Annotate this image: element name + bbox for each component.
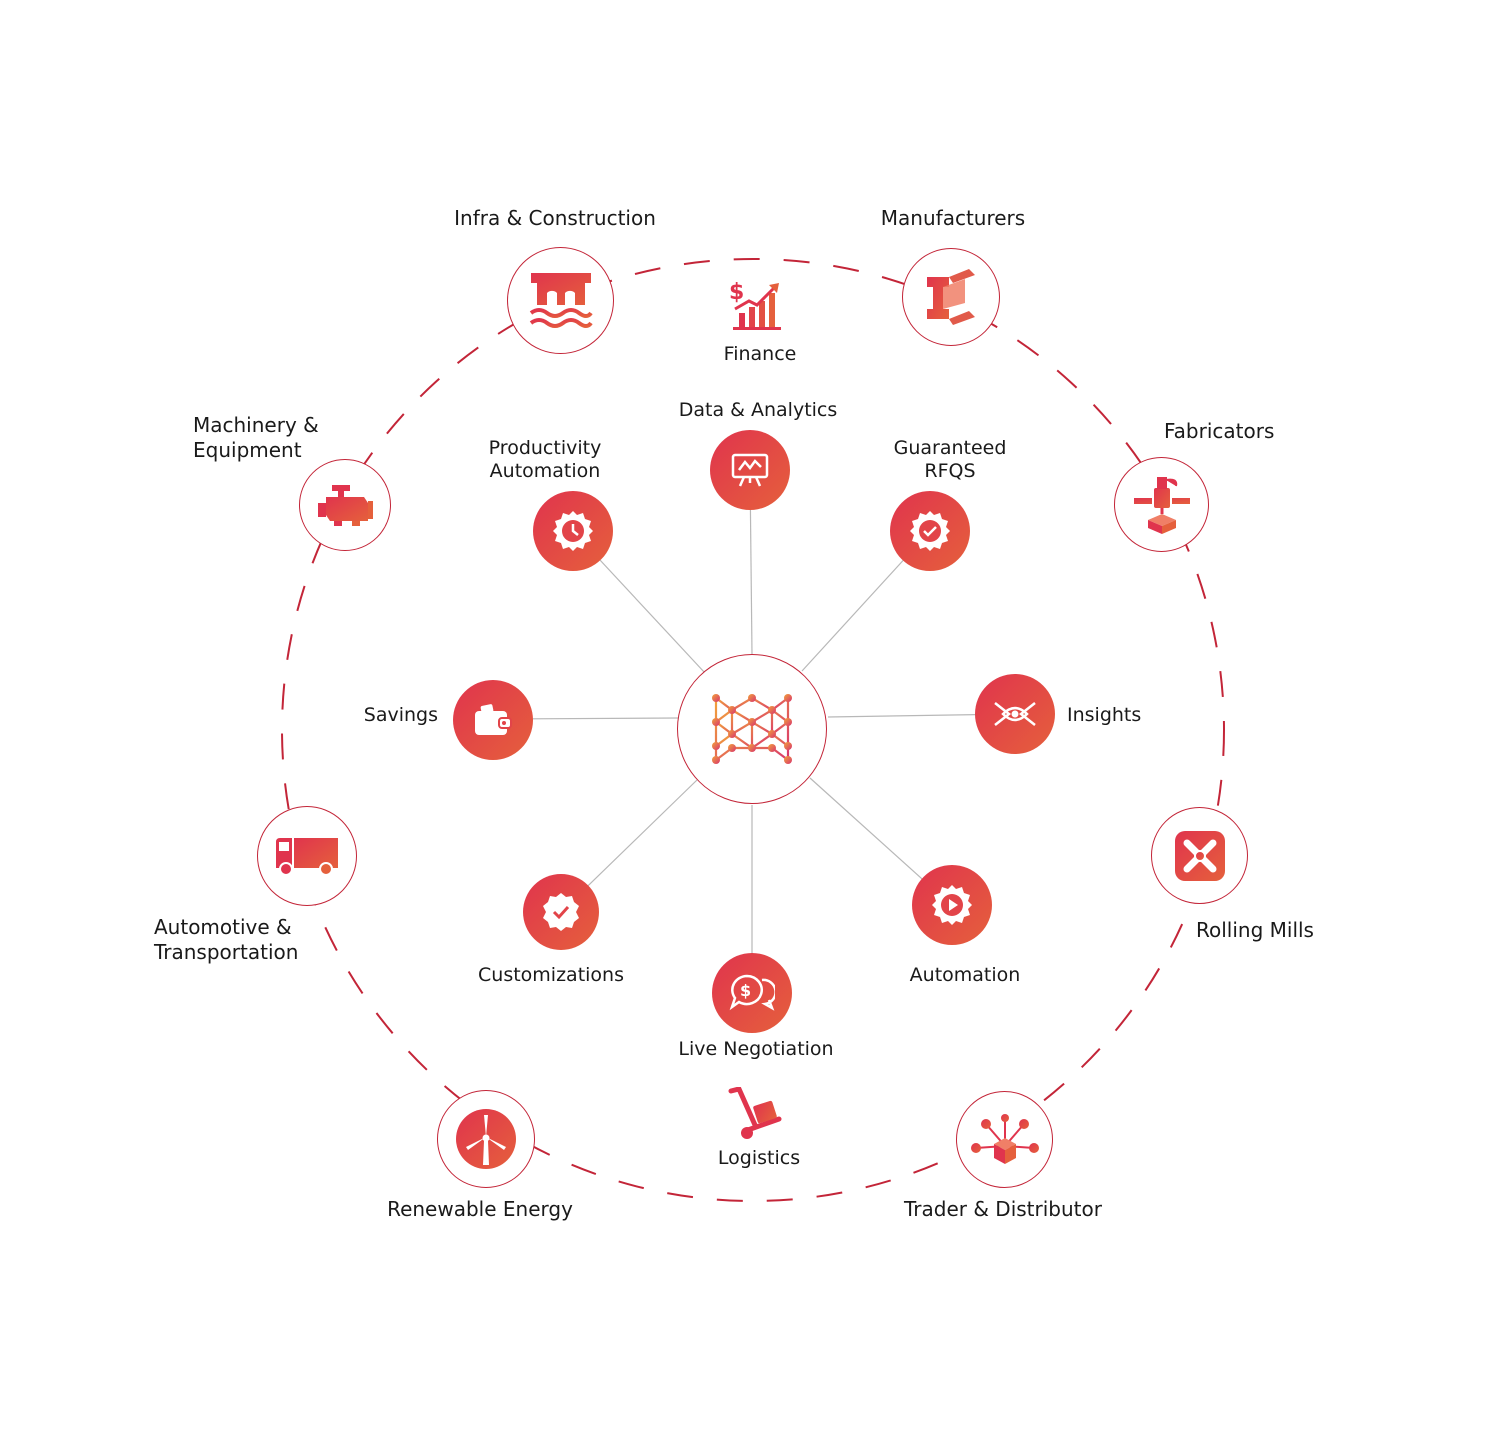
label-rolling-mills: Rolling Mills [1196,918,1314,942]
node-infra-construction[interactable] [507,247,614,354]
label-machinery-line1: Machinery & [193,413,319,437]
node-logistics[interactable] [724,1086,784,1142]
node-trader-distributor[interactable] [956,1091,1053,1188]
engine-icon [318,485,373,526]
gear-check-icon [910,511,950,551]
label-guaranteed-rfqs: Guaranteed RFQS [894,437,1007,483]
node-automotive-transportation[interactable] [257,806,357,906]
label-automotive-line1: Automotive & [154,915,292,939]
robot-arm-icon [1133,476,1190,534]
wind-turbine-icon [456,1109,516,1169]
label-savings: Savings [363,704,438,726]
node-automation[interactable] [912,865,992,945]
label-finance: Finance [723,343,797,365]
connector-spokes [492,469,1016,991]
network-logo-icon [712,694,792,764]
svg-text:$: $ [740,981,751,1000]
label-fabricators: Fabricators [1164,419,1275,443]
svg-text:$: $ [729,280,744,305]
node-machinery-equipment[interactable] [299,459,391,551]
node-fabricators[interactable] [1114,457,1209,552]
node-customizations[interactable] [523,874,599,950]
center-hub [677,654,827,804]
label-renewable-energy: Renewable Energy [387,1197,573,1221]
label-automotive-transportation: Automotive & Transportation [154,915,298,965]
analytics-board-icon [731,453,769,487]
distribution-hub-icon [970,1113,1039,1164]
steel-beam-icon [927,269,975,325]
bridge-icon [529,272,593,328]
outer-dashed-ring [281,258,1225,1202]
label-infra-construction: Infra & Construction [454,206,656,230]
gear-play-icon [932,885,972,925]
node-data-analytics[interactable] [710,430,790,510]
node-insights[interactable] [975,674,1055,754]
label-automotive-line2: Transportation [154,940,299,964]
node-finance[interactable]: $ [725,273,785,333]
node-rolling-mills[interactable] [1151,807,1248,904]
label-productivity-automation: Productivity Automation [489,437,602,483]
label-live-negotiation: Live Negotiation [678,1038,834,1060]
label-automation: Automation [909,964,1021,986]
label-guaranteed-line1: Guaranteed [893,437,1007,459]
label-productivity-line2: Automation [489,460,601,482]
node-manufacturers[interactable] [902,248,1000,346]
label-insights: Insights [1067,704,1142,726]
node-productivity-automation[interactable] [533,491,613,571]
label-manufacturers: Manufacturers [880,206,1026,230]
node-live-negotiation[interactable]: $ [712,953,792,1033]
chat-dollar-icon: $ [729,974,775,1011]
label-customizations: Customizations [478,964,624,986]
eye-insight-icon [994,702,1036,726]
truck-icon [276,838,338,876]
node-renewable-energy[interactable] [437,1090,535,1188]
label-guaranteed-line2: RFQS [924,460,976,482]
label-data-analytics: Data & Analytics [678,399,838,421]
label-logistics: Logistics [717,1147,801,1169]
wallet-icon [475,704,512,735]
label-trader-distributor: Trader & Distributor [904,1197,1102,1221]
badge-check-icon [543,893,579,931]
hand-truck-icon [728,1087,782,1139]
label-machinery-line2: Equipment [193,438,302,462]
node-savings[interactable] [453,680,533,760]
gear-clock-icon [553,511,593,551]
label-machinery-equipment: Machinery & Equipment [193,413,319,463]
finance-growth-icon: $ [729,280,781,330]
label-productivity-line1: Productivity [488,437,602,459]
rollers-icon [1174,830,1225,881]
node-guaranteed-rfqs[interactable] [890,491,970,571]
